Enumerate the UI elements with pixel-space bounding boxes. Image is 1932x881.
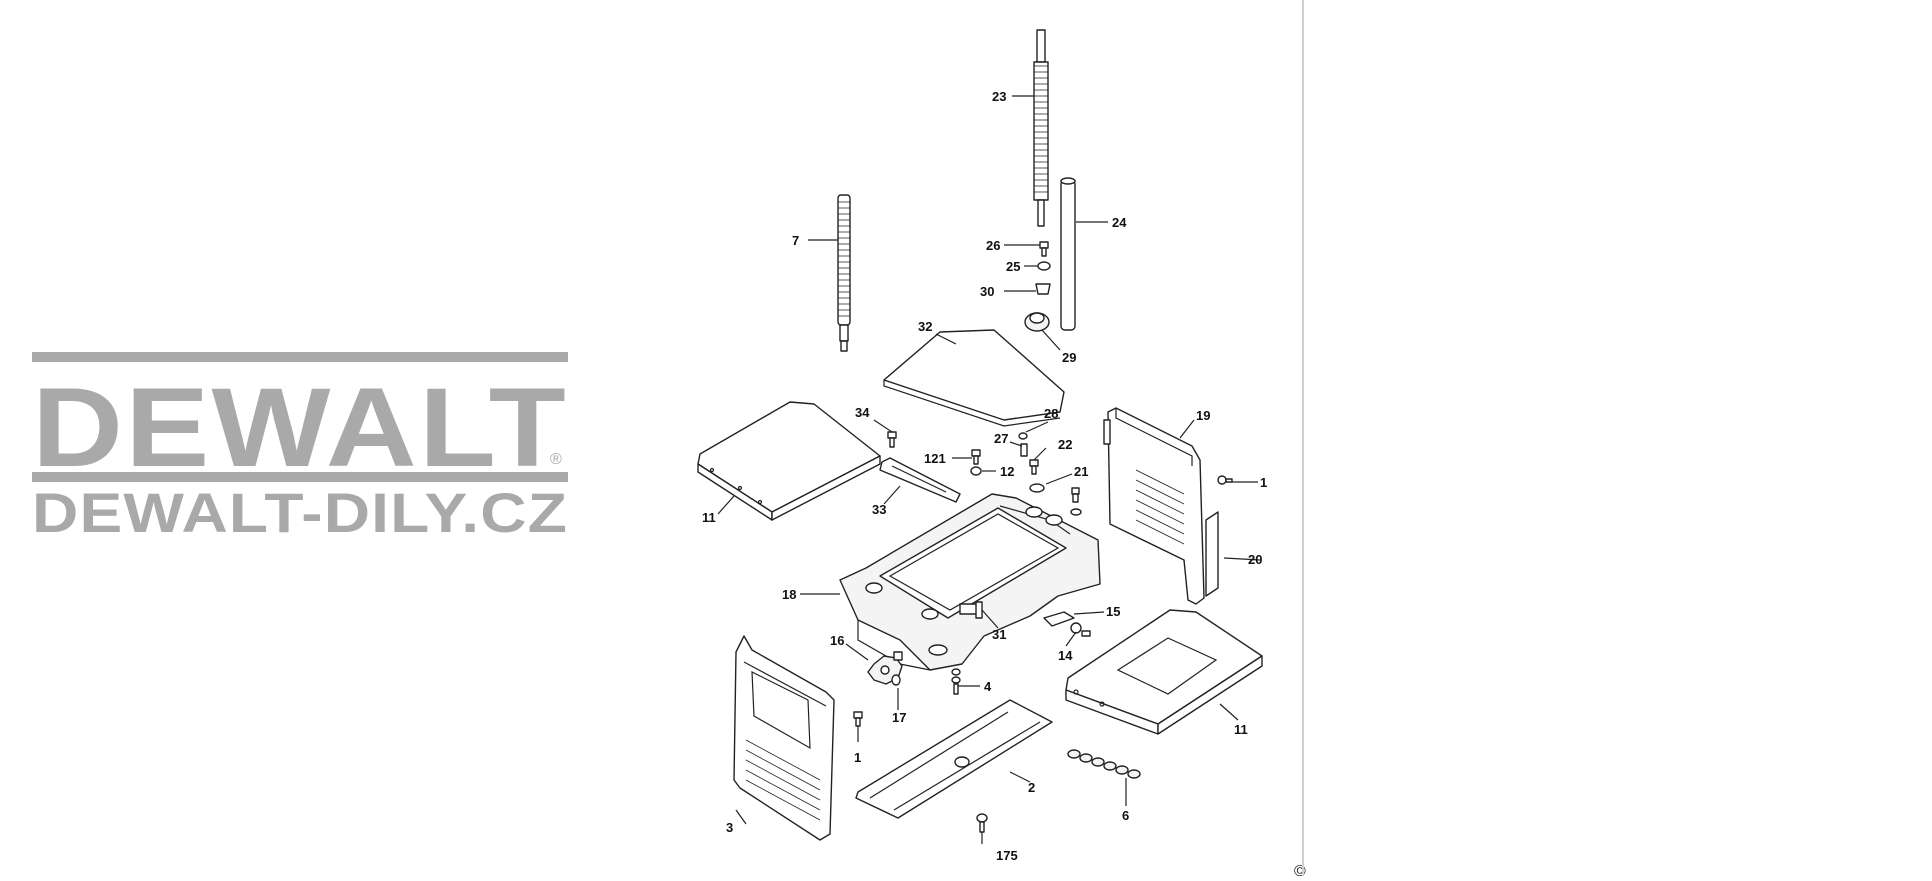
callout-30: 30 (980, 284, 994, 299)
part-20-strip (1205, 511, 1219, 597)
part-22-screw (1029, 459, 1039, 475)
callout-1-upper: 1 (1260, 475, 1267, 490)
part-33-bar (879, 457, 961, 503)
callout-21: 21 (1074, 464, 1088, 479)
part-34-screw (887, 431, 897, 448)
part-3-side-panel (733, 635, 835, 841)
callout-29: 29 (1062, 350, 1076, 365)
callout-33: 33 (872, 502, 886, 517)
leader-lines (717, 95, 1261, 844)
registered-mark: ® (550, 451, 562, 468)
callout-12: 12 (1000, 464, 1014, 479)
callout-23: 23 (992, 89, 1006, 104)
part-121-screw (971, 449, 981, 465)
part-12-washer (970, 466, 982, 476)
callout-6: 6 (1122, 808, 1129, 823)
callout-175: 175 (996, 848, 1018, 863)
callout-labels: 23 24 7 26 25 30 29 32 34 28 27 22 121 1… (702, 89, 1267, 863)
part-1-screw-lower (853, 711, 863, 727)
callout-2: 2 (1028, 780, 1035, 795)
part-18-base (839, 493, 1101, 671)
callout-121: 121 (924, 451, 946, 466)
callout-34: 34 (855, 405, 870, 420)
part-27-spring (1020, 443, 1028, 457)
callout-1-lower: 1 (854, 750, 861, 765)
callout-11-right: 11 (1234, 722, 1248, 737)
callout-15: 15 (1106, 604, 1120, 619)
callout-26: 26 (986, 238, 1000, 253)
part-25-washer (1037, 261, 1051, 271)
part-30-nut (1035, 283, 1051, 295)
watermark-site: DEWALT-DILY.CZ (32, 481, 568, 544)
part-17-pin (891, 674, 901, 686)
callout-22: 22 (1058, 437, 1072, 452)
part-32-table-plate (883, 329, 1065, 427)
part-175-screw (976, 813, 988, 833)
part-4-screw (951, 668, 961, 695)
watermark-brand: DEWALT (32, 365, 568, 490)
part-24-column (1060, 177, 1076, 331)
part-11-extension-table-left (697, 401, 881, 521)
part-31-pin (975, 601, 983, 619)
callout-25: 25 (1006, 259, 1020, 274)
callout-32: 32 (918, 319, 932, 334)
callout-19: 19 (1196, 408, 1210, 423)
dewalt-logo-watermark: DEWALT ® (32, 352, 568, 490)
part-15-clip (1043, 611, 1075, 627)
part-1-screw-upper (1217, 475, 1233, 485)
part-26-screw (1039, 241, 1049, 257)
callout-27: 27 (994, 431, 1008, 446)
part-28-washer (1018, 432, 1028, 440)
callout-14: 14 (1058, 648, 1073, 663)
callout-28: 28 (1044, 406, 1058, 421)
callout-24: 24 (1112, 215, 1127, 230)
callout-17: 17 (892, 710, 906, 725)
part-29-knob (1024, 312, 1050, 332)
callout-7: 7 (792, 233, 799, 248)
part-21-clamp (1029, 483, 1045, 493)
part-23-threaded-column (1033, 29, 1049, 227)
page-divider-line (1302, 0, 1304, 876)
part-2-bottom-plate (855, 699, 1053, 819)
callout-16: 16 (830, 633, 844, 648)
part-7-threaded-rod (837, 194, 851, 352)
screw-set-base (1070, 487, 1082, 516)
part-6-chain (1067, 749, 1141, 779)
part-19-side-panel (1103, 407, 1205, 605)
callout-18: 18 (782, 587, 796, 602)
callout-3: 3 (726, 820, 733, 835)
callout-4: 4 (984, 679, 992, 694)
callout-31: 31 (992, 627, 1006, 642)
part-11-extension-table-right (1065, 609, 1263, 735)
callout-20: 20 (1248, 552, 1262, 567)
callout-11-left: 11 (702, 510, 716, 525)
copyright-symbol: © (1294, 863, 1306, 876)
